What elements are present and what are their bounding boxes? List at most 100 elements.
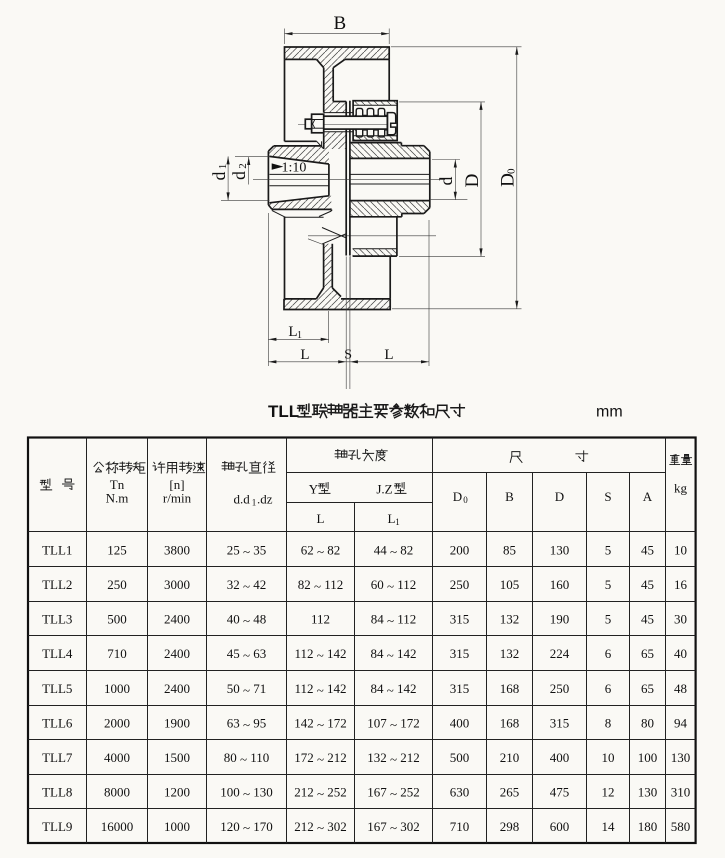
svg-text:84 ~ 112: 84 ~ 112 xyxy=(371,612,417,628)
svg-text:630: 630 xyxy=(450,785,470,800)
svg-text:84 ~ 142: 84 ~ 142 xyxy=(370,681,416,697)
svg-text:16: 16 xyxy=(674,577,688,592)
svg-text:14: 14 xyxy=(602,819,616,834)
svg-text:120 ~ 170: 120 ~ 170 xyxy=(220,819,273,835)
svg-text:3000: 3000 xyxy=(164,577,190,592)
svg-text:315: 315 xyxy=(450,646,470,661)
svg-text:210: 210 xyxy=(500,750,520,765)
svg-text:r/min: r/min xyxy=(163,491,192,506)
svg-text:224: 224 xyxy=(550,646,570,661)
svg-text:A: A xyxy=(643,489,653,504)
svg-text:132: 132 xyxy=(500,646,520,661)
svg-text:1900: 1900 xyxy=(164,716,190,731)
svg-text:94: 94 xyxy=(674,716,688,731)
svg-text:1000: 1000 xyxy=(104,681,130,696)
svg-text:0: 0 xyxy=(463,495,468,505)
svg-text:d: d xyxy=(229,171,249,180)
svg-text:100 ~ 130: 100 ~ 130 xyxy=(220,785,273,801)
svg-text:167 ~ 302: 167 ~ 302 xyxy=(367,819,420,835)
svg-text:mm: mm xyxy=(596,404,623,421)
svg-text:65: 65 xyxy=(641,681,654,696)
svg-text:B: B xyxy=(505,489,514,504)
svg-text:315: 315 xyxy=(550,716,570,731)
svg-text:63 ~ 95: 63 ~ 95 xyxy=(227,716,267,732)
svg-text:180: 180 xyxy=(638,819,658,834)
svg-text:1: 1 xyxy=(297,330,302,341)
svg-text:D: D xyxy=(497,173,518,187)
svg-text:TLL1: TLL1 xyxy=(42,543,72,558)
svg-text:2400: 2400 xyxy=(164,612,190,627)
svg-text:168: 168 xyxy=(500,716,520,731)
svg-text:500: 500 xyxy=(450,750,470,765)
svg-text:32 ~ 42: 32 ~ 42 xyxy=(227,577,267,593)
svg-text:65: 65 xyxy=(641,646,654,661)
svg-text:50 ~ 71: 50 ~ 71 xyxy=(227,681,267,697)
svg-text:8: 8 xyxy=(605,716,612,731)
svg-text:45: 45 xyxy=(641,577,654,592)
svg-text:N.m: N.m xyxy=(106,491,129,506)
svg-text:D: D xyxy=(462,174,483,188)
svg-text:L: L xyxy=(288,324,297,340)
svg-text:4000: 4000 xyxy=(104,750,130,765)
svg-text:J.Z: J.Z xyxy=(376,482,392,497)
svg-text:44 ~ 82: 44 ~ 82 xyxy=(374,543,414,559)
svg-text:710: 710 xyxy=(107,646,127,661)
svg-text:112 ~ 142: 112 ~ 142 xyxy=(294,681,346,697)
svg-text:L: L xyxy=(384,347,393,363)
svg-text:84 ~ 142: 84 ~ 142 xyxy=(370,646,416,662)
svg-text:TLL2: TLL2 xyxy=(42,577,72,592)
svg-text:130: 130 xyxy=(671,750,691,765)
svg-text:B: B xyxy=(333,13,346,34)
svg-text:2000: 2000 xyxy=(104,716,130,731)
svg-text:107 ~ 172: 107 ~ 172 xyxy=(367,716,420,732)
svg-text:60 ~ 112: 60 ~ 112 xyxy=(371,577,417,593)
svg-text:10: 10 xyxy=(602,750,615,765)
svg-text:400: 400 xyxy=(550,750,570,765)
svg-text:80: 80 xyxy=(641,716,654,731)
svg-text:.dz: .dz xyxy=(257,492,273,507)
svg-text:1:10: 1:10 xyxy=(282,161,307,176)
svg-text:40 ~ 48: 40 ~ 48 xyxy=(227,612,267,628)
svg-text:600: 600 xyxy=(550,819,570,834)
svg-text:500: 500 xyxy=(107,612,127,627)
svg-text:400: 400 xyxy=(450,716,470,731)
svg-text:2400: 2400 xyxy=(164,681,190,696)
svg-text:200: 200 xyxy=(450,543,470,558)
svg-text:kg: kg xyxy=(674,481,688,496)
svg-text:Y: Y xyxy=(309,482,319,497)
svg-text:25 ~ 35: 25 ~ 35 xyxy=(227,543,267,559)
svg-text:130: 130 xyxy=(550,543,570,558)
svg-text:1: 1 xyxy=(395,517,400,527)
svg-text:250: 250 xyxy=(450,577,470,592)
svg-text:315: 315 xyxy=(450,681,470,696)
svg-text:315: 315 xyxy=(450,612,470,627)
svg-text:580: 580 xyxy=(671,819,691,834)
svg-text:1: 1 xyxy=(252,498,257,508)
svg-text:TLL6: TLL6 xyxy=(42,716,73,731)
svg-text:48: 48 xyxy=(674,681,687,696)
svg-text:TLL: TLL xyxy=(268,402,299,421)
svg-text:45 ~ 63: 45 ~ 63 xyxy=(227,646,267,662)
svg-text:5: 5 xyxy=(605,577,612,592)
svg-text:710: 710 xyxy=(450,819,470,834)
svg-text:112: 112 xyxy=(311,612,330,627)
svg-text:132: 132 xyxy=(500,612,520,627)
svg-text:TLL8: TLL8 xyxy=(42,785,72,800)
svg-text:80 ~ 110: 80 ~ 110 xyxy=(224,750,270,766)
svg-text:1: 1 xyxy=(217,164,229,170)
svg-text:130: 130 xyxy=(638,785,658,800)
svg-text:125: 125 xyxy=(107,543,127,558)
svg-text:112 ~ 142: 112 ~ 142 xyxy=(294,646,346,662)
svg-text:D: D xyxy=(453,489,462,504)
svg-text:L: L xyxy=(300,347,309,363)
svg-text:310: 310 xyxy=(671,785,691,800)
svg-text:TLL5: TLL5 xyxy=(42,681,72,696)
svg-text:142 ~ 172: 142 ~ 172 xyxy=(294,716,347,732)
svg-text:16000: 16000 xyxy=(101,819,134,834)
svg-text:[n]: [n] xyxy=(169,477,184,492)
svg-text:L: L xyxy=(317,511,325,526)
svg-text:167 ~ 252: 167 ~ 252 xyxy=(367,785,420,801)
svg-text:1500: 1500 xyxy=(164,750,190,765)
svg-text:62 ~ 82: 62 ~ 82 xyxy=(301,543,341,559)
svg-text:S: S xyxy=(604,489,611,504)
